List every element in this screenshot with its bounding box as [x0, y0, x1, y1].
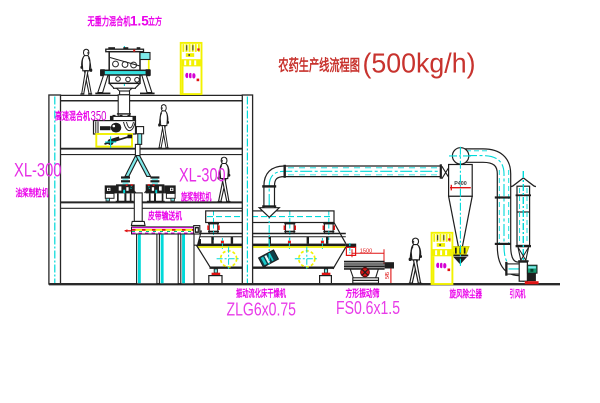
svg-text:XL-300: XL-300: [14, 159, 62, 181]
svg-text:(500kg/h): (500kg/h): [363, 47, 476, 78]
svg-text:350: 350: [91, 109, 107, 124]
svg-text:立方: 立方: [148, 15, 162, 28]
svg-text:P400: P400: [454, 181, 467, 187]
svg-text:振动流化床干燥机: 振动流化床干燥机: [236, 287, 286, 300]
svg-text:1.5: 1.5: [130, 13, 149, 28]
svg-text:无重力混合机: 无重力混合机: [87, 14, 131, 28]
svg-text:油桨制粒机: 油桨制粒机: [16, 187, 49, 200]
svg-text:FS0.6x1.5: FS0.6x1.5: [336, 297, 400, 318]
svg-text:旋桨制粒机: 旋桨制粒机: [180, 190, 211, 203]
svg-text:农药生产线流程图: 农药生产线流程图: [278, 56, 360, 75]
svg-text:1500: 1500: [360, 248, 373, 254]
svg-text:XL-300: XL-300: [179, 164, 226, 186]
svg-text:方形振动筛: 方形振动筛: [346, 287, 380, 300]
svg-text:引风机: 引风机: [510, 288, 526, 301]
svg-text:皮带输送机: 皮带输送机: [147, 210, 182, 223]
svg-text:545: 545: [385, 272, 391, 279]
svg-text:高速混合机: 高速混合机: [55, 110, 90, 123]
svg-text:旋风除尘器: 旋风除尘器: [449, 288, 483, 301]
svg-text:ZLG6x0.75: ZLG6x0.75: [227, 299, 297, 320]
